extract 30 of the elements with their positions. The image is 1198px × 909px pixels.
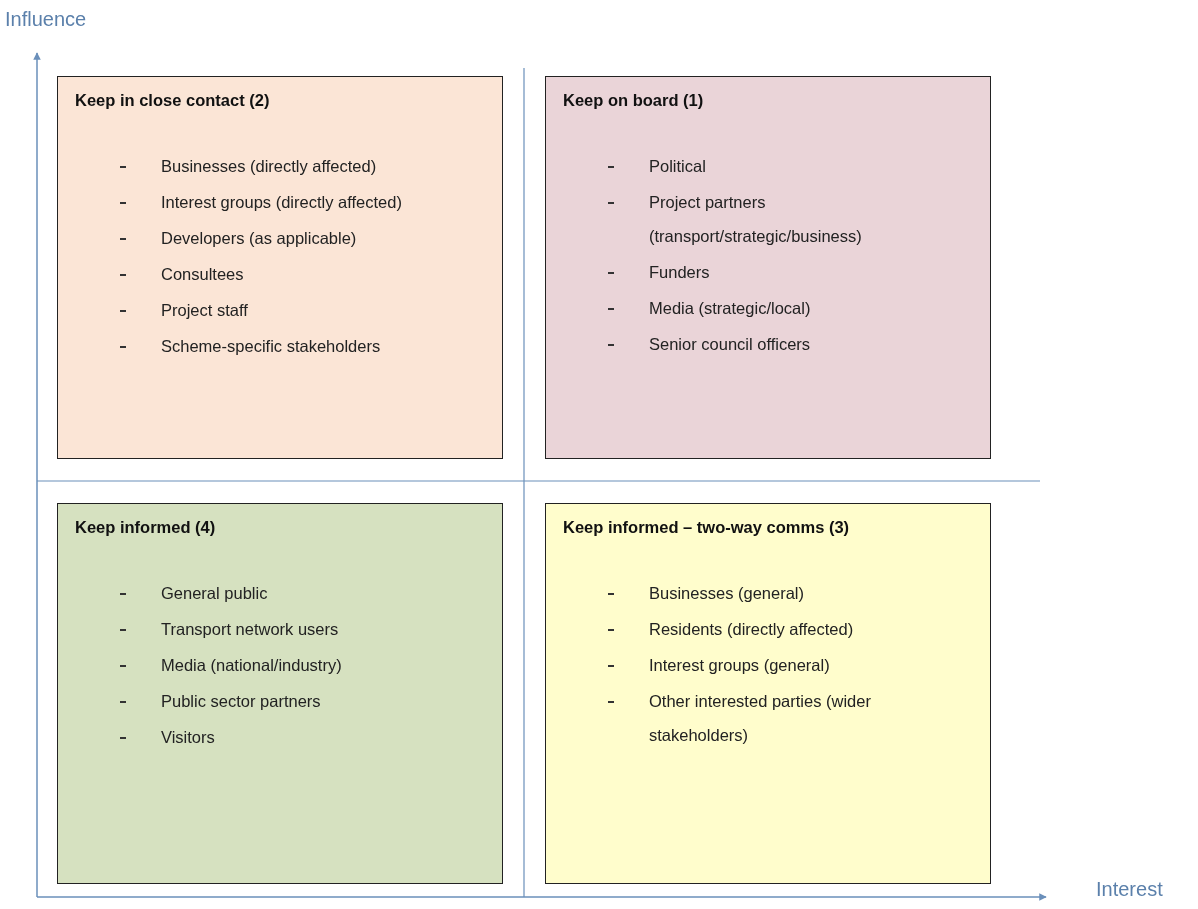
quadrant-box bbox=[57, 503, 503, 884]
list-item: Interest groups (directly affected) bbox=[161, 192, 403, 213]
list-item: Developers (as applicable) bbox=[161, 228, 358, 249]
list-item: Transport network users bbox=[161, 619, 340, 640]
list-item: Project partners (transport/strategic/business) bbox=[649, 192, 863, 247]
list-item: Other interested parties (wider stakeholders) bbox=[649, 691, 872, 746]
quadrant-box bbox=[545, 503, 991, 884]
quadrant-heading: Keep informed – two-way comms (3) bbox=[563, 518, 850, 537]
quadrant-box bbox=[57, 76, 503, 459]
list-item: General public bbox=[161, 583, 269, 604]
list-item: Visitors bbox=[161, 727, 216, 748]
list-item: Media (strategic/local) bbox=[649, 298, 812, 319]
list-item: Interest groups (general) bbox=[649, 655, 831, 676]
list-item: Scheme-specific stakeholders bbox=[161, 336, 382, 357]
list-item: Political bbox=[649, 156, 707, 177]
list-item: Project staff bbox=[161, 300, 249, 321]
list-item: Businesses (general) bbox=[649, 583, 805, 604]
quadrant-heading: Keep informed (4) bbox=[75, 518, 216, 537]
quadrant-heading: Keep on board (1) bbox=[563, 91, 704, 110]
list-item: Residents (directly affected) bbox=[649, 619, 855, 640]
axis-label: Interest bbox=[1096, 878, 1163, 901]
list-item: Senior council officers bbox=[649, 334, 812, 355]
list-item: Consultees bbox=[161, 264, 245, 285]
quadrant-heading: Keep in close contact (2) bbox=[75, 91, 270, 110]
list-item: Businesses (directly affected) bbox=[161, 156, 378, 177]
list-item: Public sector partners bbox=[161, 691, 322, 712]
list-item: Funders bbox=[649, 262, 711, 283]
quadrant-box bbox=[545, 76, 991, 459]
axis-label: Influence bbox=[5, 8, 87, 31]
list-item: Media (national/industry) bbox=[161, 655, 343, 676]
